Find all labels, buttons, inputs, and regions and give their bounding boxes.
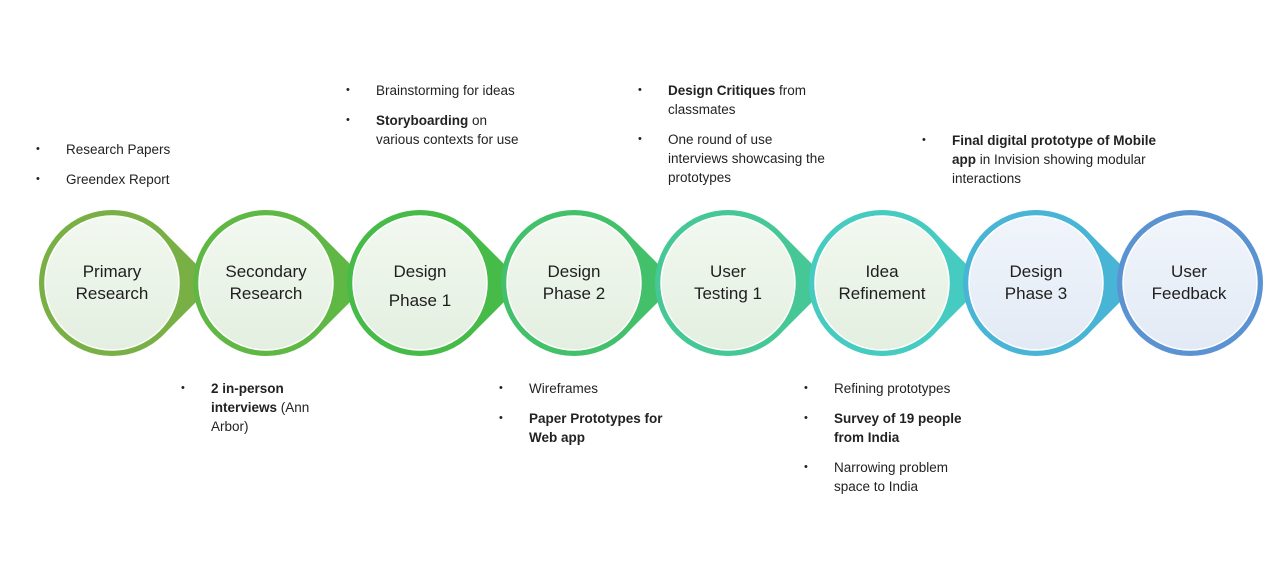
note-item: Brainstorming for ideas [346,81,521,100]
note-item-bold: Design Critiques [668,83,776,98]
note-item-text: on various contexts for use [376,113,519,147]
stage-label-line2: Phase 3 [1004,284,1068,303]
note-item: Final digital prototype of Mobile app in… [922,131,1162,188]
stage-primary-research: Primary Research [47,261,177,305]
note-item: Wireframes [499,379,689,398]
note-item: 2 in-person interviews (Ann Arbor) [181,379,331,436]
notes-design-phase-3: Final digital prototype of Mobile app in… [922,131,1162,199]
stage-design-phase-2: Design Phase 2 [509,261,639,305]
stage-label-line1: User [1171,262,1207,281]
note-item-bold: 2 in-person interviews [211,381,284,415]
note-item: Storyboarding on various contexts for us… [346,111,521,149]
notes-secondary-research: 2 in-person interviews (Ann Arbor) [181,379,331,447]
note-list: Refining prototypesSurvey of 19 people f… [804,379,984,496]
stage-label-line2: Phase 2 [542,284,606,303]
stage-circle [1122,215,1258,351]
stage-label-line1: Idea [865,262,899,281]
notes-primary-research: Research PapersGreendex Report [36,140,216,200]
stage-label-line2: Research [229,284,303,303]
notes-design-phase-1: Brainstorming for ideasStoryboarding on … [346,81,521,160]
note-item-text: Greendex Report [66,172,170,187]
stage-label-line2: Refinement [838,284,926,303]
stage-label-line1: Design [547,262,601,281]
stage-design-phase-3: Design Phase 3 [971,261,1101,305]
stage-label-line2: Feedback [1151,284,1227,303]
stage-idea-refinement: Idea Refinement [817,261,947,305]
stage-label-line1: User [710,262,746,281]
note-item-bold: Paper Prototypes for Web app [529,411,663,445]
note-item: One round of use interviews showcasing t… [638,130,833,187]
note-item-text: One round of use interviews showcasing t… [668,132,825,185]
note-item-text: from classmates [668,83,807,117]
stage-label-line1: Design [393,262,447,281]
note-item-text: Brainstorming for ideas [376,83,515,98]
note-list: Design Critiques from classmatesOne roun… [638,81,833,187]
stage-circle [814,215,950,351]
note-item-text: Research Papers [66,142,171,157]
note-item: Paper Prototypes for Web app [499,409,689,447]
stage-circle [506,215,642,351]
note-item-bold: Survey of 19 people from India [834,411,962,445]
note-item-text: Narrowing problem space to India [834,460,949,494]
note-item-text: Wireframes [529,381,599,396]
stage-node-design-phase-2 [501,210,677,356]
note-item-text: (Ann Arbor) [211,400,310,434]
stage-node-design-phase-1 [347,210,523,356]
note-item-text: in Invision showing modular interactions [952,152,1146,186]
notes-design-phase-2: WireframesPaper Prototypes for Web app [499,379,689,458]
note-list: Research PapersGreendex Report [36,140,216,189]
stage-label-line1: Primary [82,262,142,281]
note-list: 2 in-person interviews (Ann Arbor) [181,379,331,436]
stage-user-testing-1: User Testing 1 [663,261,793,305]
stage-label-line2: Testing 1 [693,284,763,303]
note-item: Design Critiques from classmates [638,81,833,119]
note-list: Final digital prototype of Mobile app in… [922,131,1162,188]
stage-node-idea-refinement [809,210,985,356]
stage-user-feedback: User Feedback [1124,261,1254,305]
stage-label-line1: Design [1009,262,1063,281]
notes-user-testing-1: Design Critiques from classmatesOne roun… [638,81,833,198]
note-list: Brainstorming for ideasStoryboarding on … [346,81,521,149]
stage-secondary-research: Secondary Research [201,261,331,305]
stage-label-line1: Secondary [225,262,307,281]
stage-label-line2: Phase 1 [388,291,452,310]
note-item: Survey of 19 people from India [804,409,984,447]
stage-circle [968,215,1104,351]
stage-node-secondary-research [193,210,369,356]
stage-label-line2: Research [75,284,149,303]
stage-node-user-feedback [1117,210,1263,356]
note-item-bold: Final digital prototype of Mobile app [952,133,1156,167]
stage-shapes [39,210,1263,356]
stage-circle [660,215,796,351]
stage-design-phase-1: Design Phase 1 [355,257,485,315]
stage-circle [198,215,334,351]
note-item: Research Papers [36,140,216,159]
note-item: Greendex Report [36,170,216,189]
note-item: Narrowing problem space to India [804,458,984,496]
note-item-bold: Storyboarding [376,113,469,128]
stage-node-user-testing-1 [655,210,831,356]
notes-idea-refinement: Refining prototypesSurvey of 19 people f… [804,379,984,507]
note-list: WireframesPaper Prototypes for Web app [499,379,689,447]
stage-node-primary-research [39,210,215,356]
note-item-text: Refining prototypes [834,381,951,396]
stage-circle [44,215,180,351]
note-item: Refining prototypes [804,379,984,398]
stage-node-design-phase-3 [963,210,1139,356]
stage-circle [352,215,488,351]
